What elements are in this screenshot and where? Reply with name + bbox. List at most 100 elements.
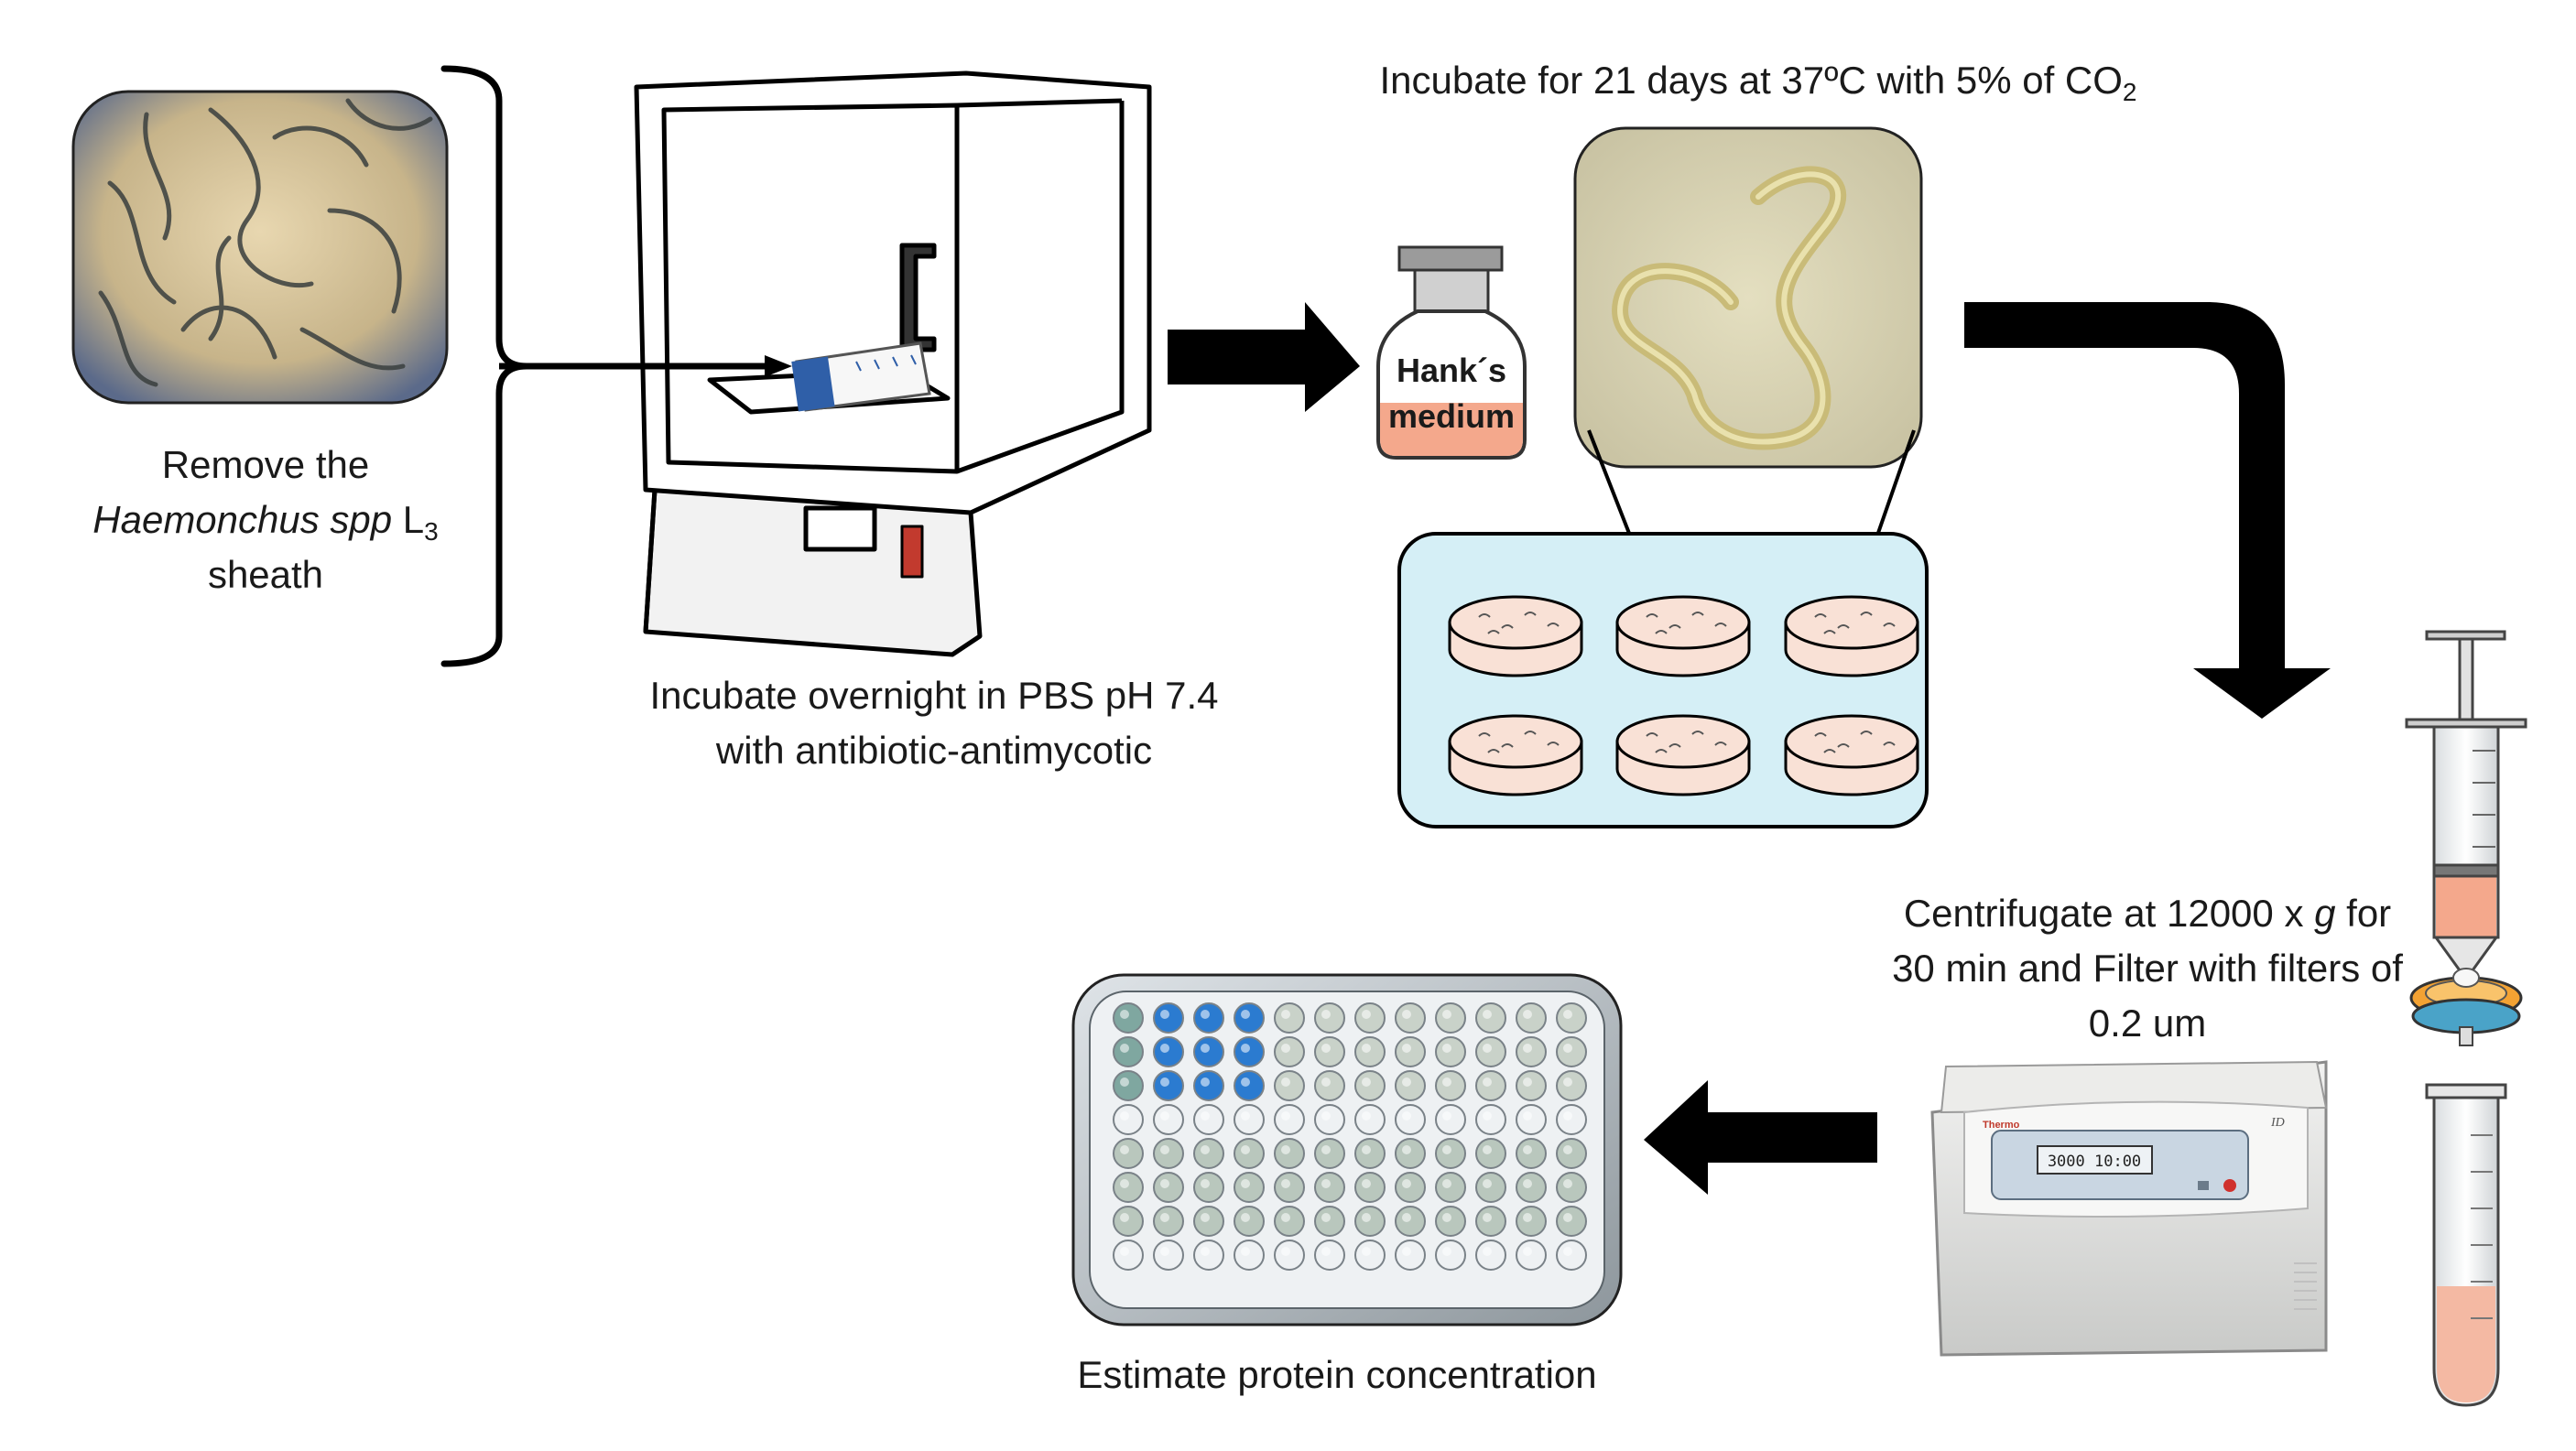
plate-well bbox=[1516, 1206, 1547, 1237]
culture-dish bbox=[1448, 595, 1583, 677]
plate-well bbox=[1435, 1172, 1466, 1203]
plate-well bbox=[1435, 1070, 1466, 1101]
species-name: Haemonchus spp bbox=[92, 498, 393, 541]
label-incubate-21-days: Incubate for 21 days at 37ºC with 5% of … bbox=[1369, 53, 2147, 108]
plate-well bbox=[1395, 1138, 1426, 1169]
centrifuge-vents bbox=[2294, 1262, 2317, 1310]
plate-well bbox=[1274, 1240, 1305, 1271]
label-centrifugate-line1: Centrifugate at 12000 x g for bbox=[1868, 886, 2427, 941]
plate-well bbox=[1354, 1002, 1386, 1034]
label-incubate-overnight-line2: with antibiotic-antimycotic bbox=[715, 729, 1153, 772]
plate-well bbox=[1354, 1036, 1386, 1067]
plate-well bbox=[1314, 1036, 1345, 1067]
plate-well bbox=[1556, 1240, 1587, 1271]
plate-well bbox=[1556, 1138, 1587, 1169]
label-estimate-protein: Estimate protein concentration bbox=[1016, 1348, 1658, 1402]
adult-worm-micrograph bbox=[1573, 126, 1923, 469]
plate-well bbox=[1193, 1036, 1224, 1067]
plate-well bbox=[1113, 1002, 1144, 1034]
plate-well bbox=[1234, 1240, 1265, 1271]
plate-well bbox=[1234, 1138, 1265, 1169]
plate-well bbox=[1314, 1104, 1345, 1135]
plate-well bbox=[1475, 1172, 1506, 1203]
plate-well bbox=[1153, 1036, 1184, 1067]
plate-well bbox=[1234, 1002, 1265, 1034]
plate-well bbox=[1274, 1036, 1305, 1067]
plate-well bbox=[1354, 1240, 1386, 1271]
plate-well bbox=[1435, 1036, 1466, 1067]
plate-well bbox=[1556, 1070, 1587, 1101]
plate-well bbox=[1435, 1138, 1466, 1169]
label-centrifugate-pre: Centrifugate at 12000 x bbox=[1903, 892, 2315, 935]
label-incubate-21-days-text: Incubate for 21 days at 37ºC with 5% of … bbox=[1379, 59, 2123, 102]
plate-well bbox=[1193, 1206, 1224, 1237]
syringe-filter bbox=[2409, 968, 2523, 1046]
plate-well bbox=[1475, 1104, 1506, 1135]
larvae-micrograph bbox=[71, 90, 449, 405]
plate-well bbox=[1193, 1104, 1224, 1135]
plate-well bbox=[1274, 1206, 1305, 1237]
label-bottle: Hank´s medium bbox=[1378, 348, 1525, 439]
plate-well bbox=[1193, 1138, 1224, 1169]
label-centrifugate-g: g bbox=[2314, 892, 2336, 935]
label-centrifugate-line3: 0.2 um bbox=[2088, 1002, 2207, 1045]
plate-well bbox=[1314, 1138, 1345, 1169]
plate-well bbox=[1516, 1036, 1547, 1067]
syringe bbox=[2405, 630, 2527, 972]
plate-well bbox=[1113, 1172, 1144, 1203]
culture-flask bbox=[791, 341, 931, 412]
label-bottle-line2: medium bbox=[1387, 397, 1516, 435]
plate-well bbox=[1354, 1172, 1386, 1203]
plate-well bbox=[1354, 1070, 1386, 1101]
plate-well bbox=[1274, 1172, 1305, 1203]
plate-well bbox=[1435, 1104, 1466, 1135]
plate-well bbox=[1193, 1070, 1224, 1101]
label-incubate-overnight-line1: Incubate overnight in PBS pH 7.4 bbox=[649, 674, 1219, 717]
plate-well bbox=[1314, 1240, 1345, 1271]
arrow-bracket-to-flask bbox=[499, 355, 792, 377]
plate-well bbox=[1475, 1070, 1506, 1101]
plate-well bbox=[1435, 1002, 1466, 1034]
plate-well bbox=[1395, 1104, 1426, 1135]
plate-well bbox=[1354, 1104, 1386, 1135]
centrifuge: 3000 10:00 Thermo ID bbox=[1930, 1060, 2328, 1357]
plate-well bbox=[1516, 1172, 1547, 1203]
label-remove-sheath: Remove the Haemonchus spp L3 sheath bbox=[73, 438, 458, 602]
culture-dish bbox=[1615, 714, 1751, 796]
plate-well bbox=[1516, 1240, 1547, 1271]
plate-well bbox=[1395, 1036, 1426, 1067]
plate-well bbox=[1395, 1172, 1426, 1203]
label-remove-sheath-line3: sheath bbox=[207, 553, 324, 596]
label-incubate-21-days-line: Incubate for 21 days at 37ºC with 5% of … bbox=[1369, 53, 2147, 108]
plate-well bbox=[1556, 1002, 1587, 1034]
plate-well bbox=[1113, 1240, 1144, 1271]
plate-well bbox=[1153, 1070, 1184, 1101]
plate-well bbox=[1274, 1070, 1305, 1101]
plate-well bbox=[1354, 1206, 1386, 1237]
plate-well bbox=[1395, 1206, 1426, 1237]
plate-well bbox=[1153, 1206, 1184, 1237]
plate-well bbox=[1113, 1104, 1144, 1135]
plate-well bbox=[1475, 1240, 1506, 1271]
label-incubate-overnight: Incubate overnight in PBS pH 7.4 with an… bbox=[604, 668, 1264, 778]
arrow-to-bottle bbox=[1168, 302, 1360, 412]
plate-well bbox=[1516, 1002, 1547, 1034]
hanks-medium-bottle bbox=[1376, 245, 1527, 460]
plate-well bbox=[1475, 1036, 1506, 1067]
collection-tube bbox=[2425, 1083, 2507, 1407]
plate-well bbox=[1274, 1104, 1305, 1135]
zoom-line-right bbox=[1875, 429, 1916, 536]
larval-stage-sub: 3 bbox=[424, 517, 439, 546]
plate-well bbox=[1556, 1206, 1587, 1237]
culture-dish bbox=[1448, 714, 1583, 796]
plate-well bbox=[1354, 1138, 1386, 1169]
plate-well bbox=[1113, 1036, 1144, 1067]
plate-well bbox=[1314, 1002, 1345, 1034]
plate-well bbox=[1234, 1104, 1265, 1135]
plate-well bbox=[1234, 1206, 1265, 1237]
plate-well bbox=[1193, 1240, 1224, 1271]
plate-well bbox=[1153, 1002, 1184, 1034]
ninety-six-well-plate bbox=[1071, 973, 1623, 1326]
plate-well bbox=[1314, 1206, 1345, 1237]
larval-stage: L bbox=[392, 498, 425, 541]
